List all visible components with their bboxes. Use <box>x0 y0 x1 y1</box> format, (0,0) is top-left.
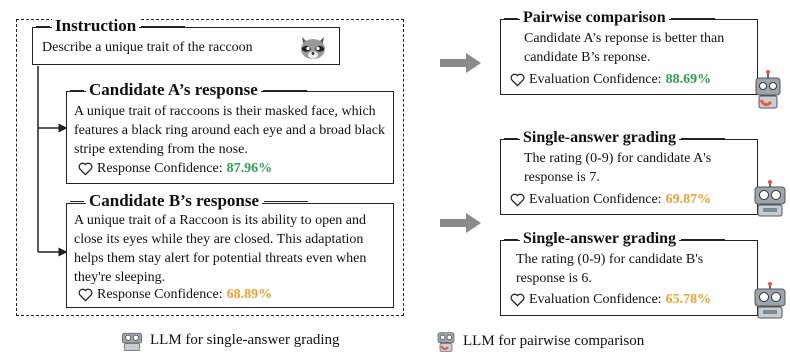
legend-single-robot-icon <box>120 330 144 352</box>
candidate-a-box <box>66 91 394 184</box>
pairwise-confidence: Evaluation Confidence: 88.69% <box>510 72 711 88</box>
instruction-text: Describe a unique trait of the raccoon <box>42 40 253 55</box>
heart-icon <box>510 293 525 307</box>
instruction-box <box>32 27 340 65</box>
legend: LLM for single-answer grading LLM for pa… <box>120 330 720 354</box>
heart-icon <box>78 288 93 302</box>
candidate-a-confidence-label: Response Confidence: <box>97 161 223 176</box>
arrow-to-pairwise-icon <box>440 52 482 74</box>
candidate-b-confidence: Response Confidence: 68.89% <box>78 287 272 303</box>
candidate-b-title: Candidate B’s response <box>69 192 309 210</box>
legend-pairwise-robot-icon <box>435 330 457 354</box>
candidate-a-title: Candidate A’s response <box>70 81 307 99</box>
single-a-confidence-label: Evaluation Confidence: <box>529 192 662 207</box>
heart-icon <box>510 73 525 87</box>
pairwise-title: Pairwise comparison <box>504 9 715 27</box>
pairwise-robot-icon <box>752 70 784 110</box>
single-b-confidence: Evaluation Confidence: 65.78% <box>510 292 711 308</box>
legend-pairwise-label: LLM for pairwise comparison <box>463 333 645 349</box>
raccoon-icon <box>298 33 328 61</box>
single-b-confidence-label: Evaluation Confidence: <box>529 292 662 307</box>
instruction-title: Instruction <box>35 17 186 35</box>
connector-lines <box>37 66 68 257</box>
candidate-a-confidence-value: 87.96% <box>226 161 273 176</box>
input-panel <box>16 19 404 316</box>
single-a-title: Single-answer grading <box>503 129 726 147</box>
single-b-title: Single-answer grading <box>503 230 726 248</box>
single-b-robot-icon <box>752 282 788 320</box>
candidate-b-text: A unique trait of a Raccoon is its abili… <box>74 213 367 285</box>
candidate-b-confidence-value: 68.89% <box>226 287 273 302</box>
single-a-robot-icon <box>752 180 788 218</box>
heart-icon <box>78 162 93 176</box>
pairwise-confidence-value: 88.69% <box>665 72 712 87</box>
single-a-confidence: Evaluation Confidence: 69.87% <box>510 192 711 208</box>
single-b-text: The rating (0-9) for candidate B's respo… <box>516 252 704 286</box>
single-a-text: The rating (0-9) for candidate A's respo… <box>524 151 712 185</box>
single-a-box <box>500 139 758 215</box>
single-b-box <box>500 240 758 316</box>
heart-icon <box>510 193 525 207</box>
pairwise-box <box>500 19 758 95</box>
candidate-a-confidence: Response Confidence: 87.96% <box>78 161 272 177</box>
single-b-confidence-value: 65.78% <box>665 292 712 307</box>
arrow-to-single-icon <box>440 212 482 234</box>
single-a-confidence-value: 69.87% <box>665 192 712 207</box>
candidate-b-confidence-label: Response Confidence: <box>97 287 223 302</box>
candidate-a-text: A unique trait of raccoons is their mask… <box>74 104 385 157</box>
pairwise-text: Candidate A’s reponse is better than can… <box>524 31 725 65</box>
pairwise-confidence-label: Evaluation Confidence: <box>529 72 662 87</box>
candidate-b-box <box>66 203 394 308</box>
legend-single-label: LLM for single-answer grading <box>150 332 340 348</box>
